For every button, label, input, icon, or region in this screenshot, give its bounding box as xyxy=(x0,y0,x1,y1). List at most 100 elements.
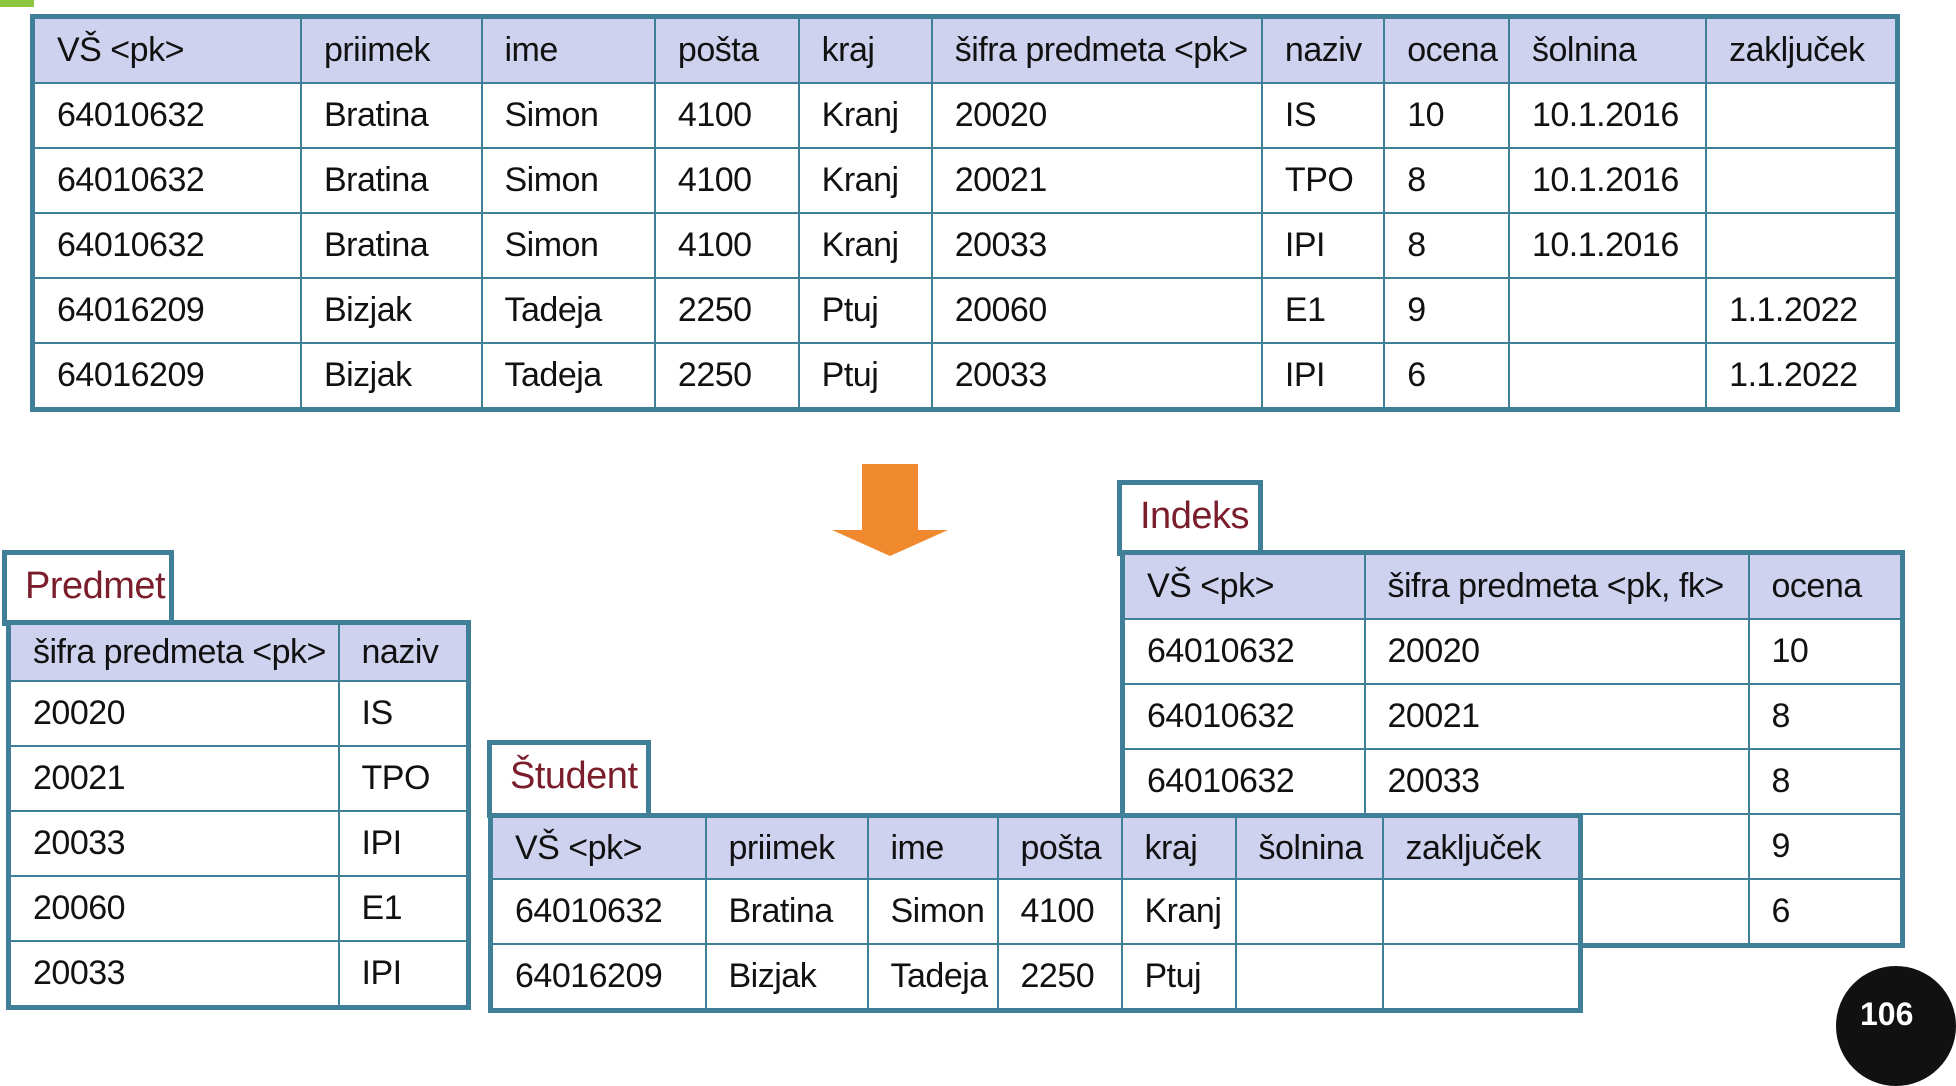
column-header: naziv xyxy=(1260,15,1386,84)
table-cell: Kranj xyxy=(1120,878,1237,945)
column-header: VŠ <pk> xyxy=(1121,551,1366,620)
column-header: šifra predmeta <pk> xyxy=(7,621,340,682)
table-cell xyxy=(1381,878,1582,945)
table-cell: Bratina xyxy=(299,82,483,149)
table-cell: Bizjak xyxy=(299,277,483,344)
column-header: šifra predmeta <pk> xyxy=(930,15,1263,84)
table-cell: 9 xyxy=(1383,277,1510,344)
table-cell: 20033 xyxy=(930,342,1263,411)
table-cell: 8 xyxy=(1747,748,1904,815)
table-cell: 64016209 xyxy=(31,277,302,344)
table-cell: 1.1.2022 xyxy=(1705,342,1899,411)
table-cell: IPI xyxy=(1260,212,1386,279)
table-cell: Kranj xyxy=(797,82,933,149)
table-cell: Bizjak xyxy=(299,342,483,411)
column-header: zaključek xyxy=(1705,15,1899,84)
page-number: 106 xyxy=(1836,966,1956,1086)
table-cell: 20020 xyxy=(1363,618,1750,685)
table-cell: 4100 xyxy=(653,82,800,149)
table-cell: 1.1.2022 xyxy=(1705,277,1899,344)
column-header: pošta xyxy=(996,814,1123,880)
table-cell: 10 xyxy=(1747,618,1904,685)
table-cell: E1 xyxy=(337,875,470,942)
header-row: šifra predmeta <pk>naziv xyxy=(7,621,470,682)
table-cell: Bizjak xyxy=(704,943,869,1012)
table-cell: 8 xyxy=(1747,683,1904,750)
table-cell: 2250 xyxy=(653,277,800,344)
table-cell: 64010632 xyxy=(1121,618,1366,685)
table-cell: 20033 xyxy=(1363,748,1750,815)
table-cell: 64016209 xyxy=(489,943,707,1012)
table-cell: IS xyxy=(337,680,470,747)
table-cell: Ptuj xyxy=(797,342,933,411)
column-header: ime xyxy=(480,15,656,84)
column-header: kraj xyxy=(1120,814,1237,880)
table-cell: 10.1.2016 xyxy=(1507,147,1708,214)
column-header: VŠ <pk> xyxy=(31,15,302,84)
table-cell: Tadeja xyxy=(480,342,656,411)
table-cell: 64010632 xyxy=(31,82,302,149)
column-header: naziv xyxy=(337,621,470,682)
column-header: priimek xyxy=(704,814,869,880)
table-cell: 64010632 xyxy=(1121,683,1366,750)
table-cell: 20021 xyxy=(1363,683,1750,750)
table-cell: Simon xyxy=(866,878,999,945)
column-header: ime xyxy=(866,814,999,880)
table-cell: 4100 xyxy=(653,147,800,214)
table-cell: 64016209 xyxy=(31,342,302,411)
column-header: šolnina xyxy=(1234,814,1384,880)
table-cell: Kranj xyxy=(797,147,933,214)
table-cell: 8 xyxy=(1383,212,1510,279)
column-header: pošta xyxy=(653,15,800,84)
table-cell: 10.1.2016 xyxy=(1507,212,1708,279)
student-table-title: Študent xyxy=(487,740,651,818)
table-cell: Bratina xyxy=(299,212,483,279)
table-cell xyxy=(1705,82,1899,149)
table-cell: Simon xyxy=(480,82,656,149)
table-cell: Ptuj xyxy=(1120,943,1237,1012)
table-cell: TPO xyxy=(1260,147,1386,214)
table-cell: 2250 xyxy=(653,342,800,411)
table-cell xyxy=(1381,943,1582,1012)
table-cell: Bratina xyxy=(704,878,869,945)
table-cell: 64010632 xyxy=(31,212,302,279)
column-header: priimek xyxy=(299,15,483,84)
table-cell xyxy=(1705,147,1899,214)
column-header: ocena xyxy=(1747,551,1904,620)
corner-accent-mark xyxy=(0,0,34,7)
table-cell: 10 xyxy=(1383,82,1510,149)
table-cell: 20033 xyxy=(930,212,1263,279)
table-cell: 8 xyxy=(1383,147,1510,214)
column-header: šolnina xyxy=(1507,15,1708,84)
table-cell: Kranj xyxy=(797,212,933,279)
table-cell: 6 xyxy=(1747,878,1904,947)
table-cell: 20060 xyxy=(930,277,1263,344)
table-cell: 20021 xyxy=(930,147,1263,214)
table-cell: E1 xyxy=(1260,277,1386,344)
table-cell: 10.1.2016 xyxy=(1507,82,1708,149)
indeks-table-title: Indeks xyxy=(1117,480,1263,556)
table-cell xyxy=(1507,342,1708,411)
table-cell xyxy=(1234,878,1384,945)
table-cell: 64010632 xyxy=(1121,748,1366,815)
column-header: VŠ <pk> xyxy=(489,814,707,880)
table-cell: 20033 xyxy=(7,810,340,877)
table-cell xyxy=(1234,943,1384,1012)
table-cell: Bratina xyxy=(299,147,483,214)
